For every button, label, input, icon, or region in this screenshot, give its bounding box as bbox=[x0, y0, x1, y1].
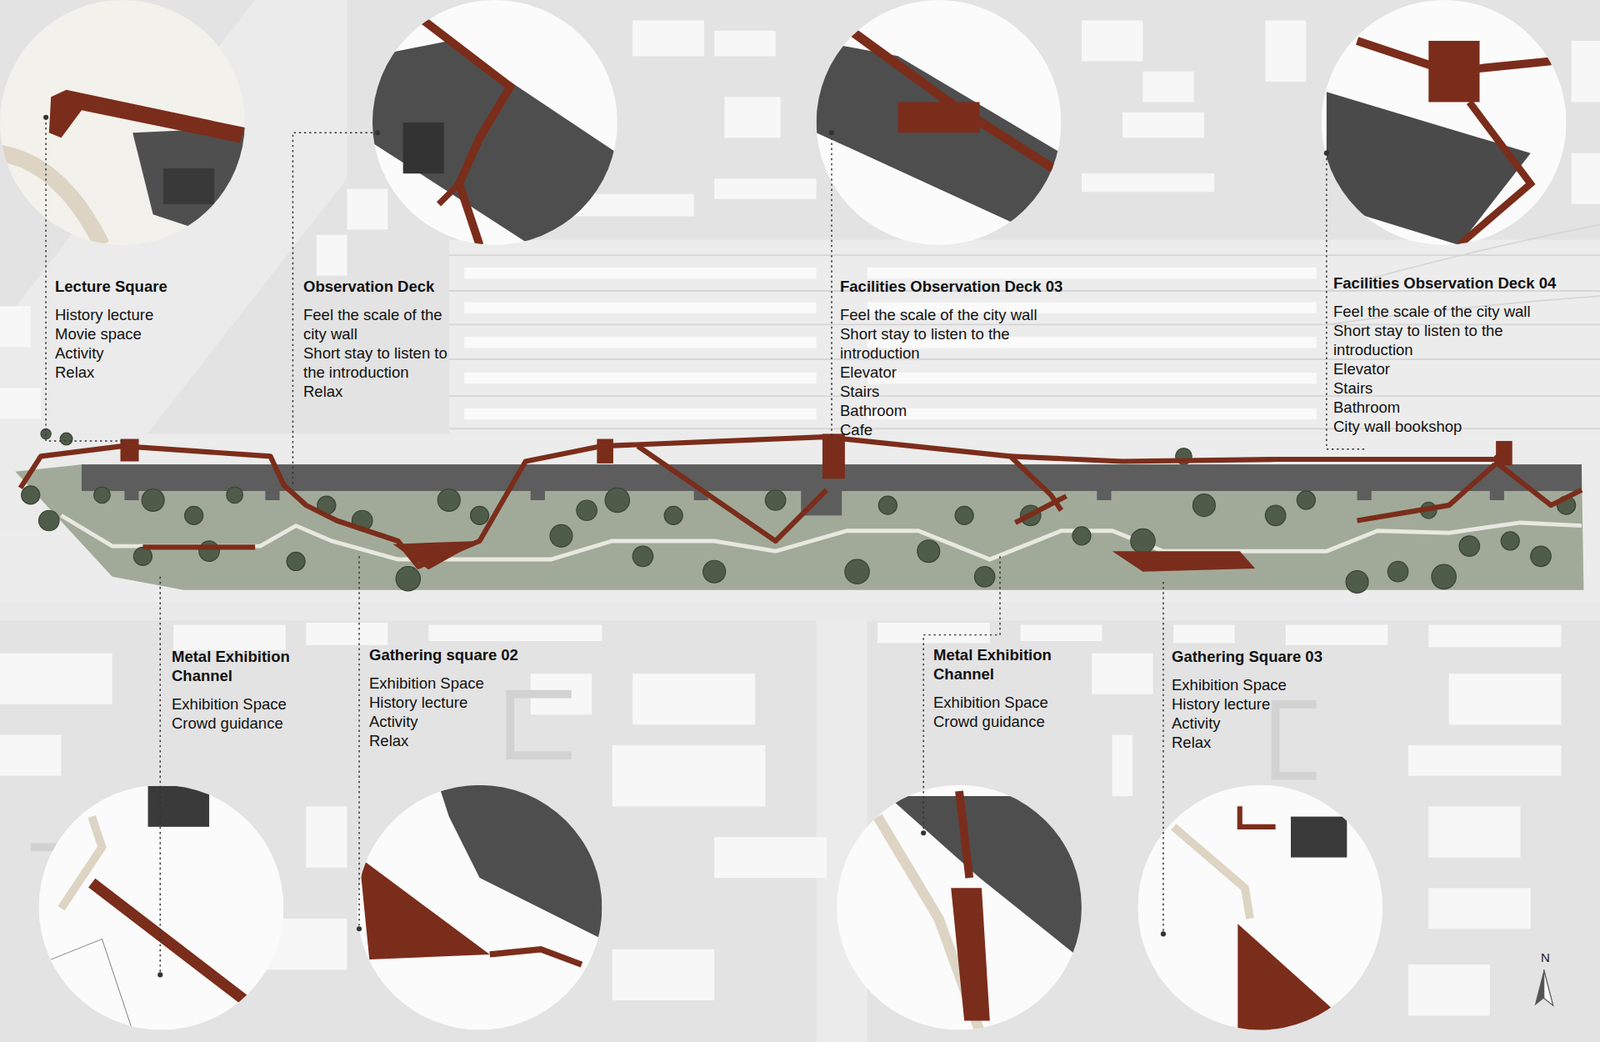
callout-item: Exhibition Space bbox=[933, 692, 1071, 712]
callout-item: Stairs bbox=[1333, 378, 1555, 398]
callout-item: Relax bbox=[369, 730, 561, 750]
callout-item: Activity bbox=[1171, 713, 1364, 733]
callout-block: Metal Exhibition ChannelExhibition Space… bbox=[171, 646, 310, 733]
callout-block: Gathering Square 03 Exhibition SpaceHisto… bbox=[1171, 646, 1364, 752]
callout-item: Exhibition Space bbox=[369, 673, 561, 693]
callout-block: Facilities Observation Deck 03 Feel the s… bbox=[840, 276, 1061, 440]
callout-item: Exhibition Space bbox=[171, 694, 310, 714]
callout-block: Gathering square 02 Exhibition SpaceHisto… bbox=[369, 645, 561, 750]
callout-item: Elevator bbox=[840, 362, 1061, 382]
callout-block: Metal Exhibition ChannelExhibition Space… bbox=[933, 645, 1071, 731]
callout-item: Activity bbox=[55, 343, 230, 363]
callout-item: Feel the scale of the city wall bbox=[1333, 301, 1555, 321]
callout-item: Activity bbox=[369, 711, 561, 731]
callout-item: Feel the scale of the city wall bbox=[303, 305, 458, 344]
callout-heading: Gathering Square 03 bbox=[1171, 646, 1364, 666]
callout-item: Stairs bbox=[840, 381, 1061, 401]
callout-block: Observation DeckFeel the scale of the ci… bbox=[303, 276, 458, 401]
callout-item: Crowd guidance bbox=[171, 713, 310, 733]
callout-item: Bathroom bbox=[1333, 397, 1555, 417]
callout-item: Crowd guidance bbox=[933, 711, 1071, 731]
callout-item: History lecture bbox=[55, 305, 230, 325]
callout-item: History lecture bbox=[1171, 694, 1364, 714]
callout-heading: Metal Exhibition Channel bbox=[933, 645, 1071, 684]
callout-heading: Facilities Observation Deck 03 bbox=[840, 276, 1061, 296]
callout-item: Relax bbox=[303, 381, 458, 401]
callout-heading: Facilities Observation Deck 04 bbox=[1333, 273, 1555, 293]
callout-block: Lecture SquareHistory lectureMovie space… bbox=[55, 276, 230, 382]
callout-item: Short stay to listen to the introduction bbox=[303, 343, 458, 382]
callout-heading: Observation Deck bbox=[303, 276, 458, 296]
callout-item: Elevator bbox=[1333, 359, 1555, 379]
callout-heading: Gathering square 02 bbox=[369, 645, 561, 665]
callout-item: Movie space bbox=[55, 324, 230, 344]
callout-item: Exhibition Space bbox=[1171, 675, 1364, 695]
callout-item: History lecture bbox=[369, 692, 561, 712]
callout-item: Relax bbox=[55, 362, 230, 382]
callout-item: Relax bbox=[1171, 732, 1364, 752]
callout-heading: Lecture Square bbox=[55, 276, 230, 296]
callout-item: Cafe bbox=[840, 420, 1061, 440]
north-label: N bbox=[1540, 950, 1550, 965]
callout-item: Short stay to listen to the introduction bbox=[1333, 320, 1555, 360]
callout-block: Facilities Observation Deck 04 Feel the s… bbox=[1333, 273, 1555, 436]
callout-heading: Metal Exhibition Channel bbox=[171, 646, 310, 685]
callout-item: Short stay to listen to the introduction bbox=[840, 324, 1061, 363]
callout-item: Feel the scale of the city wall bbox=[840, 305, 1061, 325]
callout-item: City wall bookshop bbox=[1333, 416, 1555, 436]
callout-item: Bathroom bbox=[840, 400, 1061, 420]
